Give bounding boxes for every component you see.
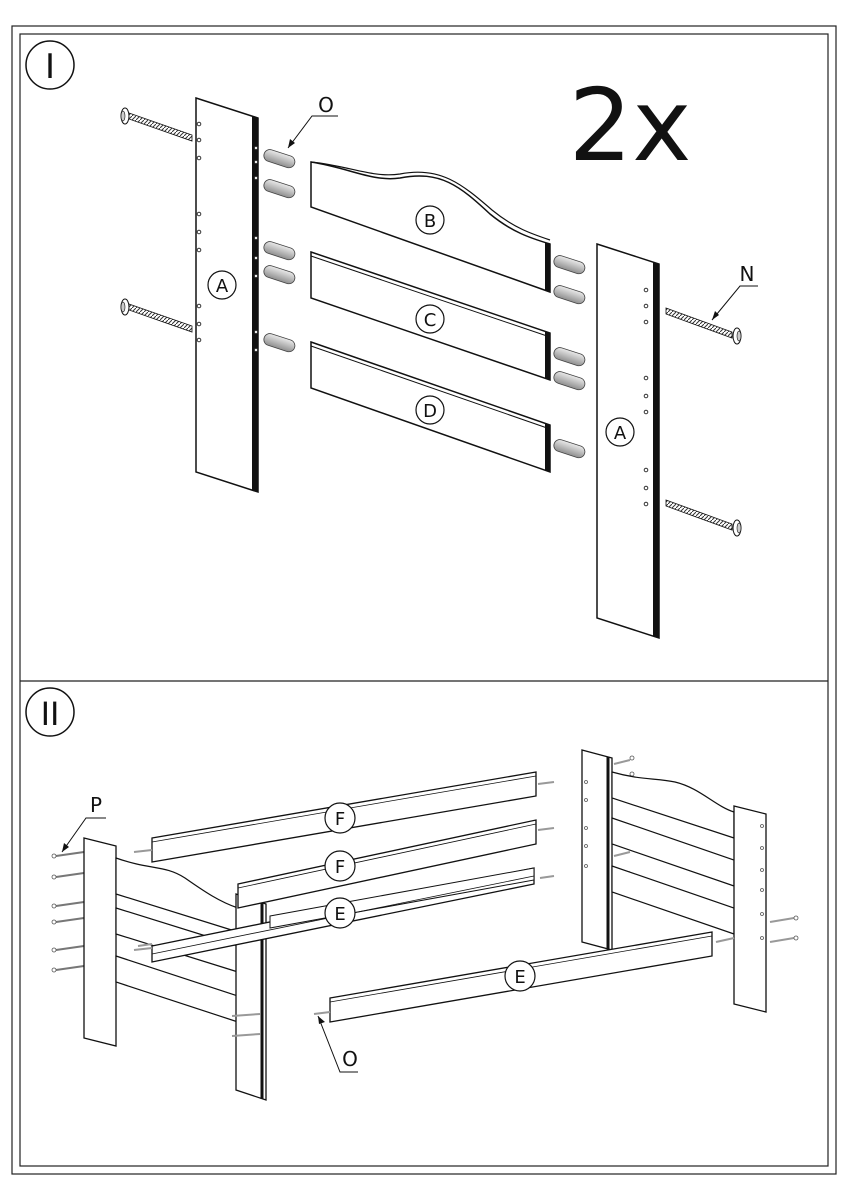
step-2-panel: II P bbox=[25, 687, 799, 1101]
step-2-number: II bbox=[41, 695, 60, 733]
slat-rail-e-back: E bbox=[133, 867, 555, 963]
part-label-f-1: F bbox=[335, 809, 345, 830]
callout-label-o: O bbox=[318, 93, 334, 117]
bolt-right-lower bbox=[665, 499, 742, 537]
headboard-right bbox=[581, 749, 799, 1013]
headboard-left-bolts bbox=[55, 851, 85, 971]
part-label-c: C bbox=[424, 310, 437, 331]
callout-bolt: N bbox=[711, 262, 758, 321]
part-label-a-right: A bbox=[614, 423, 627, 444]
outer-border bbox=[11, 25, 837, 1175]
bolt-left-lower bbox=[120, 298, 193, 333]
part-label-f-2: F bbox=[335, 857, 345, 878]
step-1-number: I bbox=[45, 47, 55, 87]
callout-dowel-2: O bbox=[317, 1015, 358, 1073]
step-1-badge bbox=[25, 40, 75, 90]
headboard-left: P bbox=[51, 793, 267, 1101]
callout-label-o-2: O bbox=[342, 1047, 358, 1071]
side-rail-f-2: F bbox=[237, 819, 555, 909]
post-left: A bbox=[195, 96, 259, 494]
side-rail-f-1: F bbox=[133, 771, 555, 863]
callout-dowel: O bbox=[287, 93, 338, 149]
part-label-a-left: A bbox=[216, 276, 229, 297]
callout-label-p: P bbox=[90, 793, 102, 817]
step-2-badge bbox=[25, 687, 75, 737]
quantity-multiplier: 2x bbox=[569, 67, 692, 184]
inner-border bbox=[19, 33, 829, 1167]
part-label-b: B bbox=[424, 211, 436, 232]
part-label-e-back: E bbox=[334, 904, 345, 925]
rail-b: B bbox=[310, 161, 551, 294]
bolt-right-upper bbox=[665, 307, 742, 345]
part-label-e-front: E bbox=[514, 967, 525, 988]
rail-c: C bbox=[310, 250, 551, 382]
part-label-d: D bbox=[423, 401, 437, 422]
post-right: A bbox=[596, 242, 660, 640]
dowels-left bbox=[263, 149, 296, 353]
step-1-panel: I 2x A bbox=[25, 40, 758, 640]
dowels-right bbox=[553, 255, 586, 459]
bolt-left-upper bbox=[120, 107, 193, 142]
rail-d: D bbox=[310, 340, 551, 474]
callout-label-n: N bbox=[740, 262, 755, 286]
slat-rail-e-front: E bbox=[313, 931, 713, 1023]
